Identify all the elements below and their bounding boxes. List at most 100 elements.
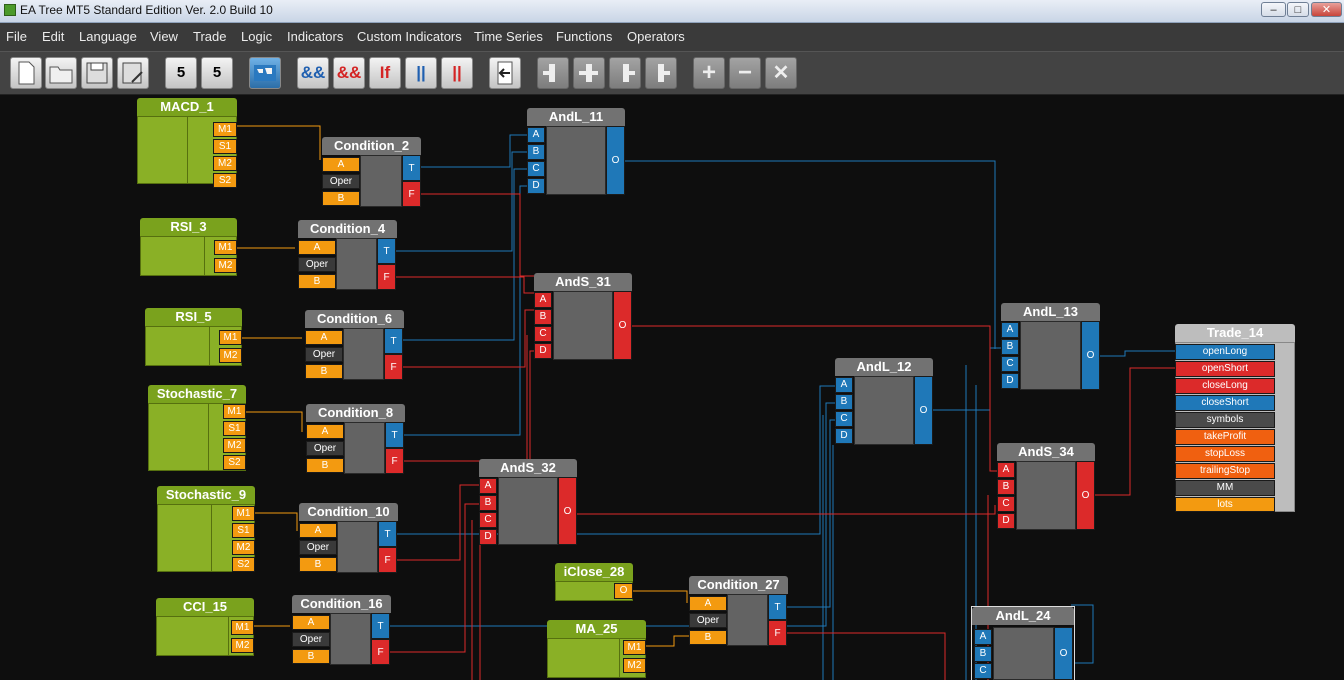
port-f[interactable]: F <box>371 639 390 665</box>
condition-node-27[interactable]: Condition_27 A Oper B T F <box>689 576 788 646</box>
trade-node-14[interactable]: Trade_14 openLong openShort closeLong cl… <box>1175 324 1295 512</box>
port-t[interactable]: T <box>402 155 421 181</box>
port-oper[interactable]: Oper <box>305 347 343 362</box>
port-t[interactable]: T <box>768 594 787 620</box>
indicator-node-iclose-28[interactable]: iClose_28 O <box>555 563 633 601</box>
port-b[interactable]: B <box>835 394 853 410</box>
port-b[interactable]: B <box>1001 339 1019 355</box>
logic-node-andl-12[interactable]: AndL_12 A B C D O <box>835 358 933 445</box>
port-f[interactable]: F <box>377 264 396 290</box>
port-t[interactable]: T <box>384 328 403 354</box>
menu-view[interactable]: View <box>150 29 178 44</box>
indicator-node-rsi-3[interactable]: RSI_3 M1 M2 <box>140 218 237 276</box>
logic-node-ands-31[interactable]: AndS_31 A B C D O <box>534 273 632 360</box>
connector-center-button[interactable] <box>573 57 605 89</box>
trade-port-stop-loss[interactable]: stopLoss <box>1175 446 1275 462</box>
port-a[interactable]: A <box>527 127 545 143</box>
port-a[interactable]: A <box>997 462 1015 478</box>
trade-port-lots[interactable]: lots <box>1175 497 1275 512</box>
condition-node-4[interactable]: Condition_4 A Oper B T F <box>298 220 397 290</box>
menu-file[interactable]: File <box>6 29 27 44</box>
port-a[interactable]: A <box>479 478 497 494</box>
port-m2[interactable]: M2 <box>213 156 237 171</box>
port-a[interactable]: A <box>835 377 853 393</box>
trade-port-open-long[interactable]: openLong <box>1175 344 1275 360</box>
port-oper[interactable]: Oper <box>322 174 360 189</box>
port-m2[interactable]: M2 <box>232 540 255 555</box>
condition-node-16[interactable]: Condition_16 A Oper B T F <box>292 595 391 665</box>
port-a[interactable]: A <box>305 330 343 345</box>
port-b[interactable]: B <box>974 646 992 662</box>
port-s1[interactable]: S1 <box>213 139 237 154</box>
or-long-button[interactable]: || <box>405 57 437 89</box>
port-m1[interactable]: M1 <box>232 506 255 521</box>
port-f[interactable]: F <box>768 620 787 646</box>
port-c[interactable]: C <box>534 326 552 342</box>
close-window-button[interactable]: ✕ <box>1311 2 1342 17</box>
port-o[interactable]: O <box>613 291 632 360</box>
port-c[interactable]: C <box>835 411 853 427</box>
port-b[interactable]: B <box>292 649 330 664</box>
logic-node-ands-34[interactable]: AndS_34 A B C D O <box>997 443 1095 530</box>
port-b[interactable]: B <box>299 557 337 572</box>
port-b[interactable]: B <box>527 144 545 160</box>
logic-node-ands-32[interactable]: AndS_32 A B C D O <box>479 459 577 545</box>
logic-node-andl-11[interactable]: AndL_11 A B C D O <box>527 108 625 195</box>
save-as-button[interactable] <box>117 57 149 89</box>
port-m2[interactable]: M2 <box>231 638 254 653</box>
port-a[interactable]: A <box>306 424 344 439</box>
port-o[interactable]: O <box>558 477 577 545</box>
menu-indicators[interactable]: Indicators <box>287 29 344 44</box>
port-m1[interactable]: M1 <box>623 640 646 655</box>
indicator-node-stochastic-7[interactable]: Stochastic_7 M1 S1 M2 S2 <box>148 385 246 471</box>
port-a[interactable]: A <box>298 240 336 255</box>
menu-functions[interactable]: Functions <box>556 29 613 44</box>
trade-port-close-long[interactable]: closeLong <box>1175 378 1275 394</box>
port-s1[interactable]: S1 <box>223 421 246 436</box>
port-f[interactable]: F <box>402 181 421 207</box>
trade-port-symbols[interactable]: symbols <box>1175 412 1275 428</box>
menu-edit[interactable]: Edit <box>42 29 65 44</box>
indicator-node-rsi-5[interactable]: RSI_5 M1 M2 <box>145 308 242 366</box>
trade-port-close-short[interactable]: closeShort <box>1175 395 1275 411</box>
trade-port-trailing-stop[interactable]: trailingStop <box>1175 463 1275 479</box>
port-f[interactable]: F <box>384 354 403 380</box>
port-b[interactable]: B <box>997 479 1015 495</box>
port-a[interactable]: A <box>534 292 552 308</box>
menu-language[interactable]: Language <box>79 29 137 44</box>
port-m1[interactable]: M1 <box>219 330 242 345</box>
indicator-node-cci-15[interactable]: CCI_15 M1 M2 <box>156 598 254 656</box>
port-t[interactable]: T <box>371 613 390 639</box>
port-o[interactable]: O <box>614 583 633 599</box>
port-m2[interactable]: M2 <box>219 348 242 363</box>
port-s2[interactable]: S2 <box>232 557 255 572</box>
port-d[interactable]: D <box>479 529 497 545</box>
mql5-export-button[interactable]: 5 <box>201 57 233 89</box>
port-m1[interactable]: M1 <box>223 404 246 419</box>
port-m2[interactable]: M2 <box>223 438 246 453</box>
menu-trade[interactable]: Trade <box>193 29 227 44</box>
port-c[interactable]: C <box>479 512 497 528</box>
port-b[interactable]: B <box>322 191 360 206</box>
port-s2[interactable]: S2 <box>223 455 246 470</box>
condition-node-2[interactable]: Condition_2 A Oper B T F <box>322 137 421 207</box>
menu-logic[interactable]: Logic <box>241 29 273 44</box>
port-d[interactable]: D <box>997 513 1015 529</box>
logic-node-andl-13[interactable]: AndL_13 A B C D O <box>1001 303 1100 390</box>
port-b[interactable]: B <box>689 630 727 645</box>
port-s1[interactable]: S1 <box>232 523 255 538</box>
open-file-button[interactable] <box>45 57 77 89</box>
port-b[interactable]: B <box>479 495 497 511</box>
port-t[interactable]: T <box>385 422 404 448</box>
menu-operators[interactable]: Operators <box>627 29 685 44</box>
port-m1[interactable]: M1 <box>214 240 237 255</box>
new-file-button[interactable] <box>10 57 42 89</box>
connector-left-button[interactable] <box>537 57 569 89</box>
indicator-node-stochastic-9[interactable]: Stochastic_9 M1 S1 M2 S2 <box>157 486 255 572</box>
port-b[interactable]: B <box>305 364 343 379</box>
port-m2[interactable]: M2 <box>623 658 646 673</box>
logic-node-andl-24[interactable]: AndL_24 A B C O <box>971 606 1075 680</box>
world-map-button[interactable] <box>249 57 281 89</box>
trade-port-open-short[interactable]: openShort <box>1175 361 1275 377</box>
menu-time-series[interactable]: Time Series <box>474 29 543 44</box>
